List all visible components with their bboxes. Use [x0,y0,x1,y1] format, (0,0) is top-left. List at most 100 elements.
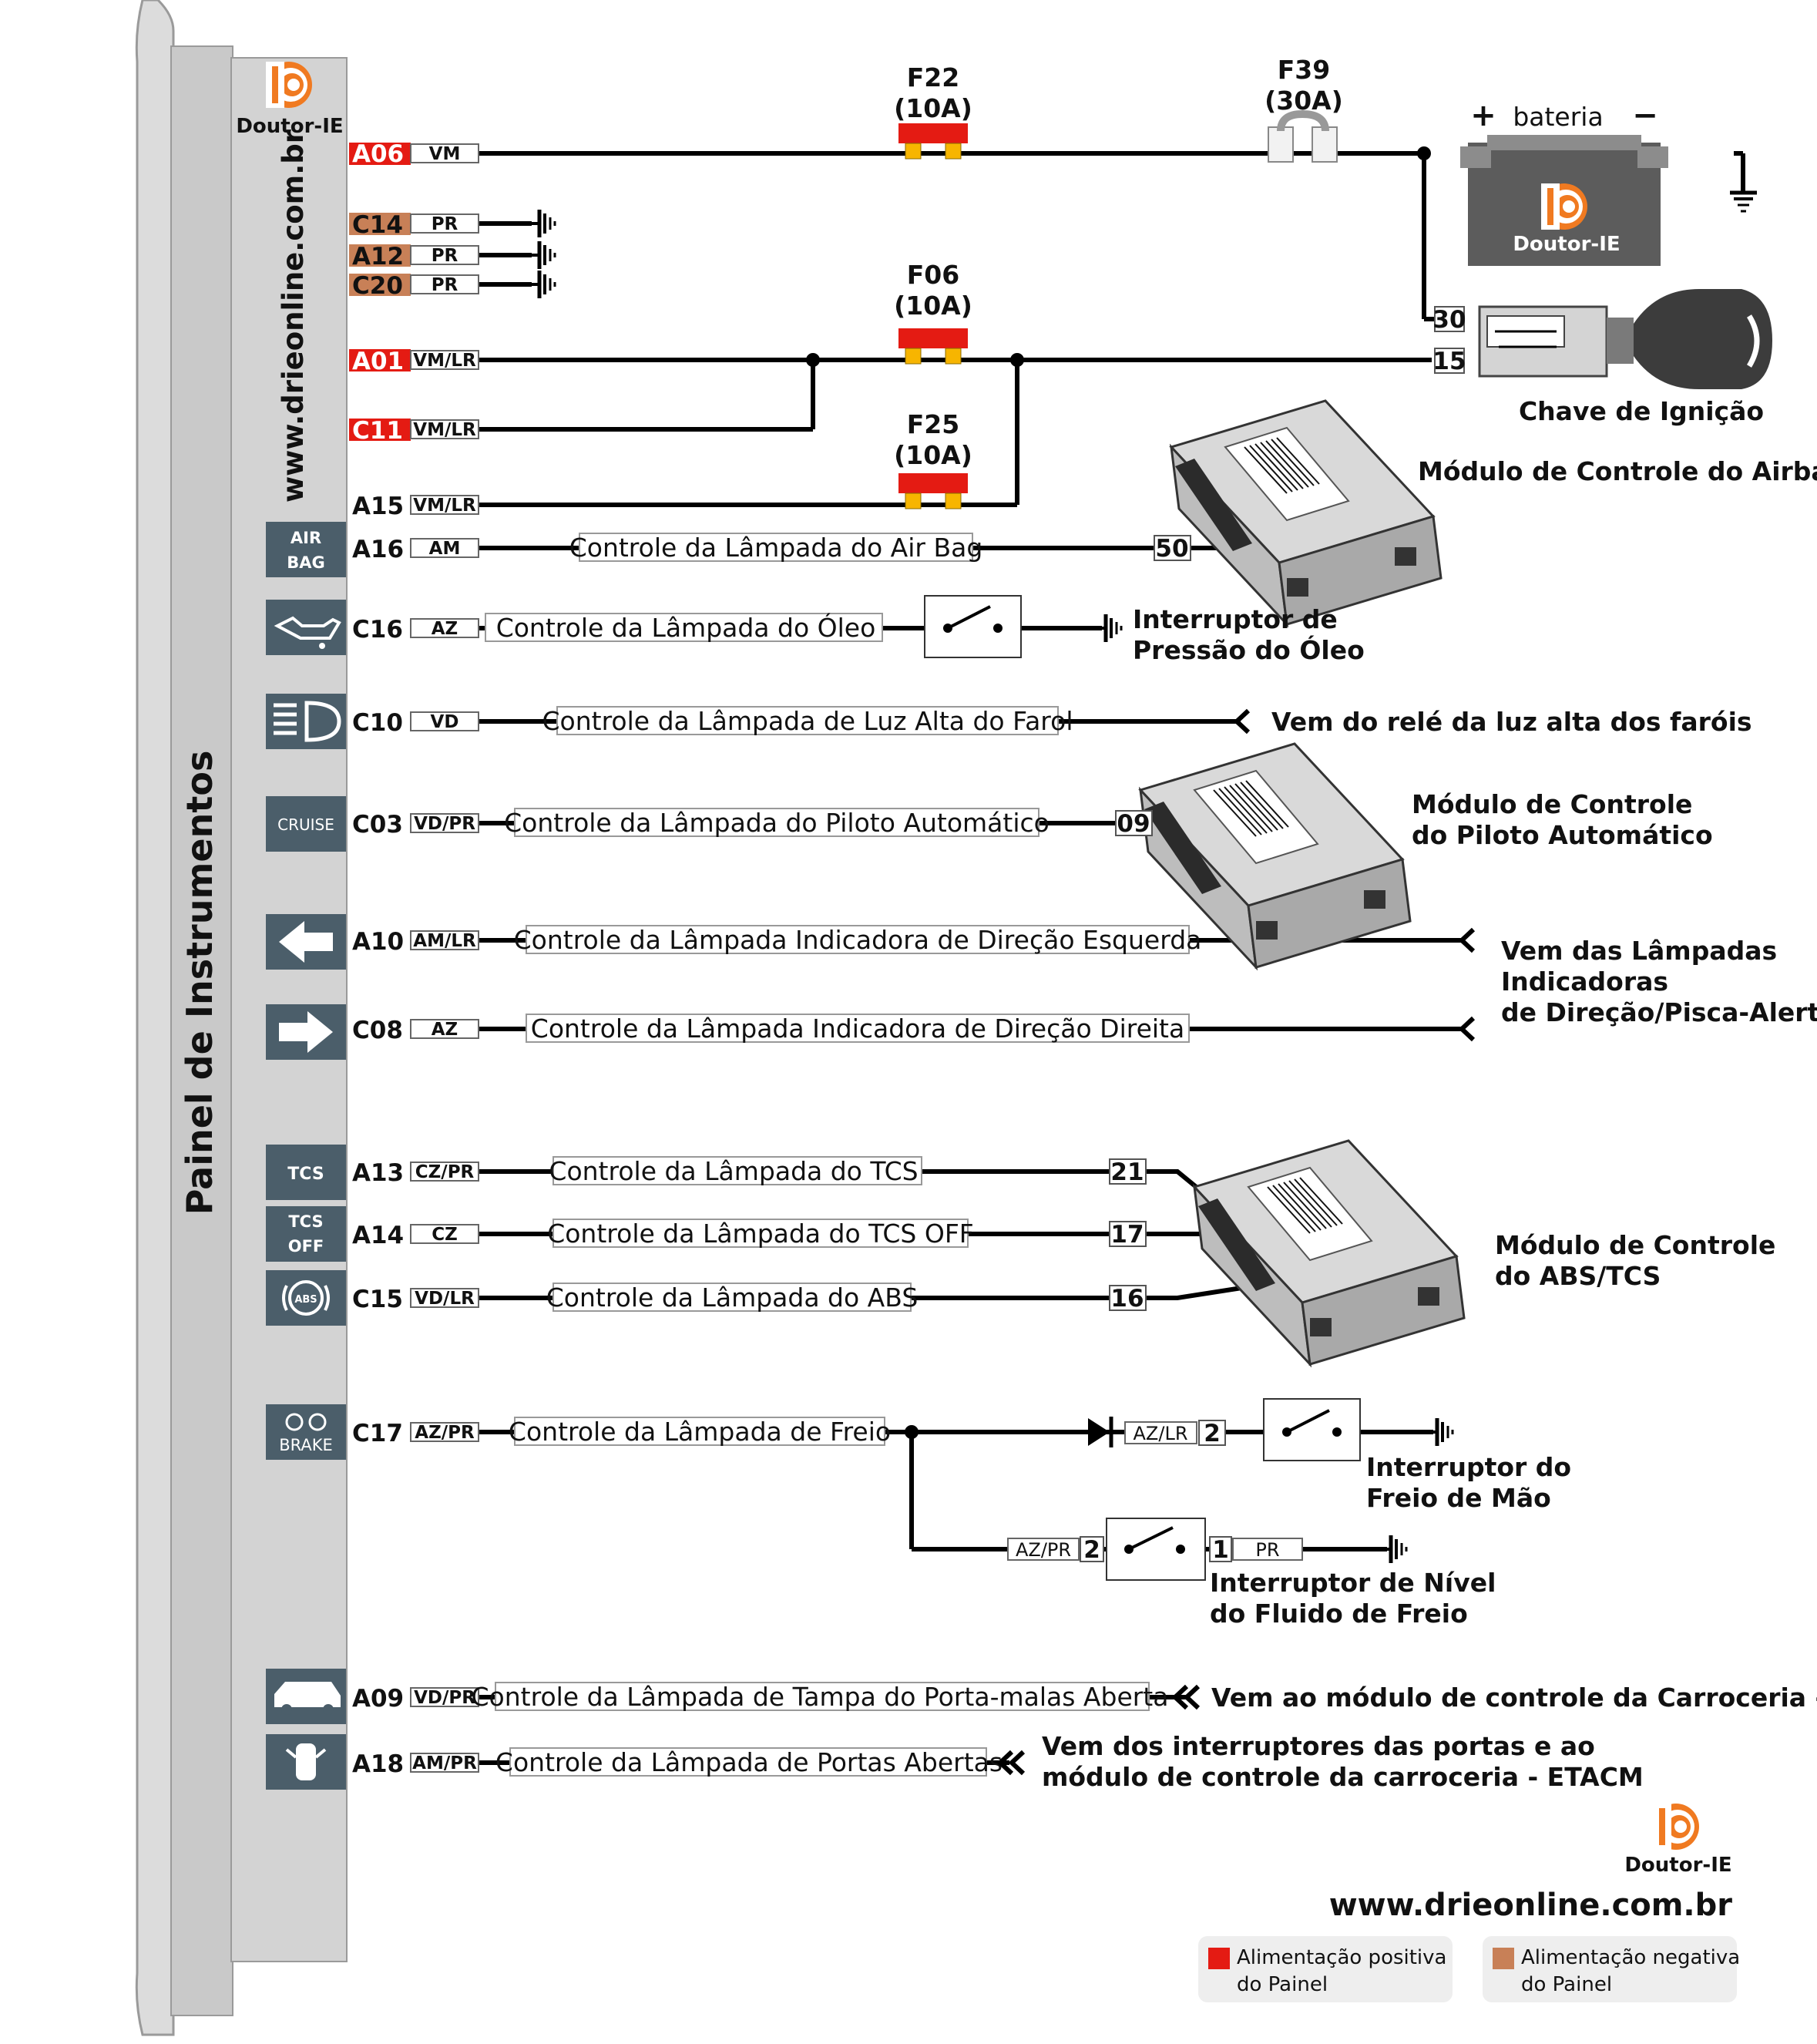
fuse-f25: F25 (10A) [894,409,972,509]
airbag-module [1170,399,1443,626]
label-a09: Controle da Lâmpada de Tampa do Porta-ma… [472,1682,1169,1712]
wire-c15: VD/LR [415,1289,475,1309]
legend-negative: Alimentação negativa do Painel [1483,1936,1740,2002]
trunk-destination-label: Vem ao módulo de controle da Carroceria … [1211,1683,1817,1713]
label-a16: Controle da Lâmpada do Air Bag [569,533,983,563]
label-a10: Controle da Lâmpada Indicadora de Direçã… [514,925,1202,955]
oil-pressure-switch [924,595,1022,658]
ground-c14-icon [532,210,555,237]
svg-text:Alimentação negativa: Alimentação negativa [1521,1946,1740,1969]
battery-label: bateria [1513,102,1603,132]
pin-c03: C03 [352,811,403,839]
turn-right-arrow-icon [266,1004,346,1060]
fluid-label-2: do Fluido de Freio [1210,1599,1468,1629]
oil-switch-label-2: Pressão do Óleo [1133,634,1365,665]
brake-icon: BRAKE [266,1404,346,1460]
svg-text:F39: F39 [1278,55,1330,85]
fuse-f22: F22 (10A) [894,62,972,160]
trunk-car-icon [266,1669,346,1724]
svg-text:BAG: BAG [287,553,325,572]
ground-handbrake-icon [1429,1418,1453,1446]
tcs-off-icon: TCS OFF [266,1206,346,1262]
wire-c10: VD [431,712,459,732]
brand-url-bottom: www.drieonline.com.br [1329,1888,1733,1923]
label-a18: Controle da Lâmpada de Portas Abertas [495,1747,1003,1777]
legend-positive: Alimentação positiva do Painel [1198,1936,1453,2002]
pin-a15: A15 [352,493,404,520]
wire-a12: PR [432,246,458,266]
svg-text:ABS: ABS [294,1294,317,1306]
svg-text:F22: F22 [907,62,959,92]
oil-switch-label-1: Interruptor de [1133,604,1338,634]
fluid-connector-out: 1 PR [1209,1536,1303,1564]
terminal-boxes: 50 09 21 17 16 [1109,535,1191,1313]
svg-text:TCS: TCS [288,1212,323,1231]
svg-text:F06: F06 [907,260,959,290]
turn-source-label-2: Indicadoras [1501,967,1668,997]
abs-module-label-1: Módulo de Controle [1495,1230,1775,1260]
svg-text:F25: F25 [907,409,959,439]
terminal-fluid-a: 2 [1083,1536,1100,1564]
fluid-connector-in: AZ/PR 2 [1007,1536,1104,1564]
cruise-module-label-2: do Piloto Automático [1412,820,1713,850]
turn-left-arrow-icon [266,914,346,970]
handbrake-switch [1263,1398,1361,1461]
svg-text:15: 15 [1432,348,1466,375]
svg-text:Alimentação positiva: Alimentação positiva [1237,1946,1446,1969]
svg-text:AIR: AIR [291,529,321,547]
terminal-09: 09 [1117,810,1150,838]
ground-battery-icon [1730,190,1757,213]
turn-source-label-3: de Direção/Pisca-Alerta [1501,997,1817,1027]
pin-a12: A12 [352,243,404,271]
tcs-icon: TCS [266,1145,346,1200]
airbag-module-label: Módulo de Controle do Airbag [1418,456,1817,486]
brake-diode [1088,1417,1113,1447]
control-labels: Controle da Lâmpada do Air Bag Controle … [472,533,1202,1777]
pin-a14: A14 [352,1222,404,1249]
svg-text:(10A): (10A) [894,440,972,470]
label-c10: Controle da Lâmpada de Luz Alta do Farol [542,706,1073,736]
label-c08: Controle da Lâmpada Indicadora de Direçã… [531,1014,1184,1044]
handbrake-label-2: Freio de Mão [1366,1483,1551,1513]
fluid-level-switch [1106,1518,1206,1581]
wire-c16: AZ [432,619,458,639]
cruise-module-label-1: Módulo de Controle [1412,789,1692,819]
doors-source-label-2: módulo de controle da carroceria - ETACM [1042,1762,1644,1792]
panel-title: Painel de Instrumentos [179,751,220,1215]
logo-text-top: Doutor-IE [236,115,343,138]
battery-logo-icon [1541,183,1587,230]
wire-c14: PR [432,214,458,234]
handbrake-connector: AZ/LR 2 [1124,1420,1226,1447]
svg-text:Doutor-IE: Doutor-IE [1513,233,1620,256]
ignition-switch: 30 15 Chave de Ignição [1432,289,1772,426]
wire-c03: VD/PR [414,814,475,834]
pin-c11: C11 [352,417,403,445]
pin-c17: C17 [352,1420,403,1447]
pin-a16: A16 [352,536,404,563]
pin-a18: A18 [352,1750,404,1778]
fuse-f39: F39 (30A) [1265,55,1343,163]
doors-source-label-1: Vem dos interruptores das portas e ao [1042,1731,1595,1761]
turn-source-label-1: Vem das Lâmpadas [1501,936,1777,966]
junction-dots [806,146,1431,1439]
pin-a06: A06 [352,140,404,168]
abs-module-label-2: do ABS/TCS [1495,1261,1661,1291]
wire-a06: VM [429,144,461,164]
pin-column: A06 VM C14 PR A12 PR C20 PR A01 VM/LR C1… [349,140,479,1778]
oil-can-icon [266,600,346,655]
pin-a10: A10 [352,928,404,956]
wire-a13: CZ/PR [415,1162,475,1182]
wire-fluid-out: PR [1255,1539,1279,1561]
door-car-icon [266,1734,346,1790]
panel-edge [135,0,175,2036]
logo-text-bottom: Doutor-IE [1624,1854,1731,1877]
pin-a09: A09 [352,1685,404,1713]
ground-a12-icon [532,241,555,269]
svg-text:do Painel: do Painel [1521,1973,1612,1996]
wire-c11: VM/LR [413,420,476,440]
svg-text:BRAKE: BRAKE [279,1436,333,1454]
wire-a10: AM/LR [413,931,476,951]
pin-a13: A13 [352,1159,404,1187]
terminal-21: 21 [1110,1158,1144,1186]
